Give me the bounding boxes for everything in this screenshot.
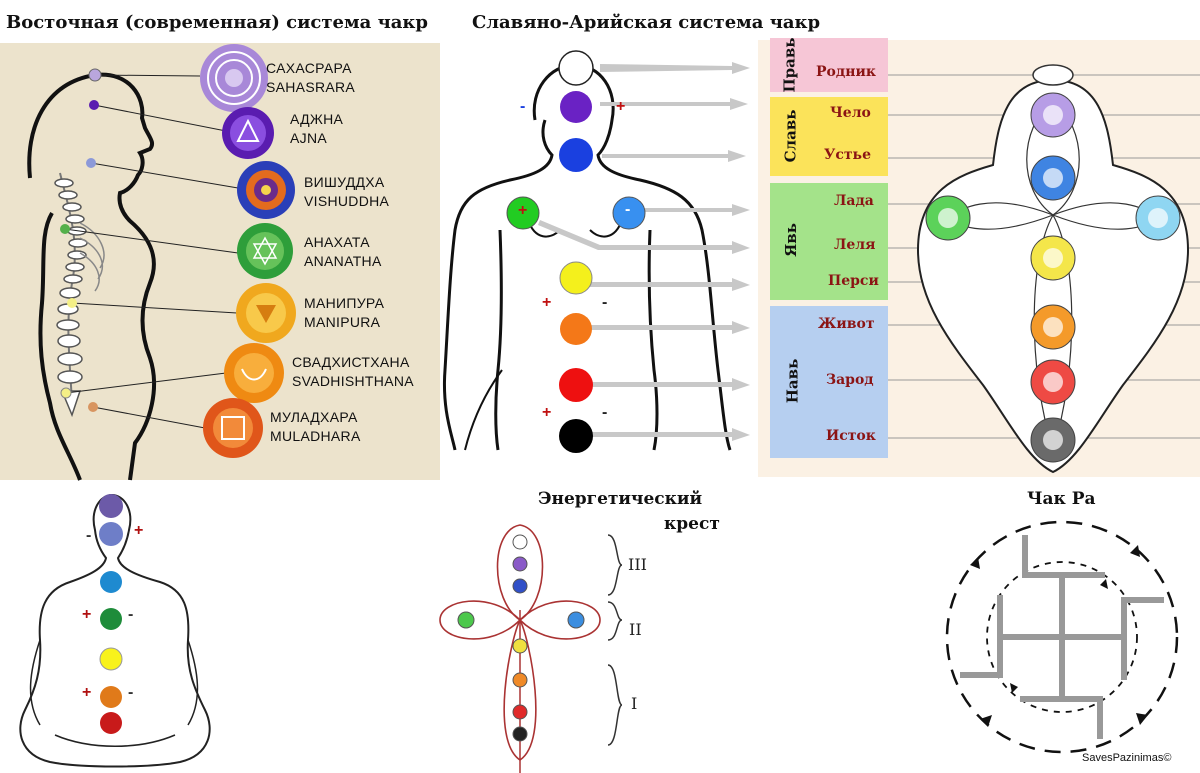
anahata-mandala [237, 223, 293, 279]
plus-sign: + [542, 294, 552, 311]
slavic-dot-4 [506, 196, 540, 230]
watermark: SavesPazinimas© [1082, 752, 1172, 764]
slavic-body-figure [442, 50, 750, 453]
slavic-dot-5 [612, 196, 646, 230]
minus-sign: - [602, 404, 608, 421]
energy-cross-diagram [439, 524, 623, 773]
eastern-mandalas [200, 44, 296, 458]
cross-title-line1: Энергетический [538, 489, 703, 509]
swirl-disc-cyan [1135, 195, 1181, 241]
cross-title-line2: крест [664, 514, 720, 534]
cross-level-1: I [631, 694, 638, 713]
eastern-title: Восточная (современная) система чакр [6, 12, 428, 33]
slavic-dot-2 [560, 91, 592, 123]
slavic-dot-1 [558, 50, 594, 86]
minus-sign: - [86, 527, 92, 544]
swirl-disc-violet [1030, 92, 1076, 138]
plus-sign: + [542, 404, 552, 421]
plus-sign: + [82, 684, 92, 701]
minus-sign: - [128, 606, 134, 623]
minus-sign: - [625, 201, 631, 218]
slavic-dot-9 [559, 419, 593, 453]
plus-sign: + [518, 202, 528, 219]
slavic-title: Славяно-Арийская система чакр [472, 12, 821, 33]
zone-yav: Явь Лада Леля Перси [770, 183, 888, 300]
muladhara-mandala [203, 398, 263, 458]
swirl-disc-green [925, 195, 971, 241]
ajna-mandala [222, 107, 274, 159]
minus-sign: - [602, 294, 608, 311]
svadhishthana-mandala [224, 343, 284, 403]
minus-sign: - [128, 684, 134, 701]
crown-dot [88, 68, 102, 82]
slavic-arrows [538, 62, 750, 441]
swirl-disc-blue [1030, 155, 1076, 201]
minus-sign: - [520, 98, 526, 115]
plus-sign: + [134, 522, 144, 539]
slavic-dot-8 [559, 368, 593, 402]
sahasrara-mandala [200, 44, 268, 112]
slavic-dot-6 [559, 261, 593, 295]
human-profile-figure [27, 68, 239, 481]
vishuddha-mandala [237, 161, 295, 219]
meditating-figure [19, 493, 211, 768]
swirl-disc-red [1030, 359, 1076, 405]
swirl-disc-orange [1030, 304, 1076, 350]
zone-slav: Славь Чело Устье [770, 97, 888, 176]
plus-sign: + [616, 98, 626, 115]
chakra-sun-title: Чак Ра [1027, 489, 1096, 509]
zone-prav: Правь Родник [770, 38, 888, 92]
slavic-dot-3 [559, 138, 593, 172]
cross-level-2: II [629, 620, 642, 639]
slavic-dot-7 [560, 313, 592, 345]
swirl-disc-gray [1030, 417, 1076, 463]
manipura-mandala [236, 283, 296, 343]
cross-level-3: III [628, 555, 647, 574]
slavic-energy-diagram [888, 64, 1200, 474]
plus-sign: + [82, 606, 92, 623]
swirl-disc-top [1032, 64, 1074, 86]
chak-ra-symbol [945, 520, 1179, 754]
swirl-disc-yellow [1030, 235, 1076, 281]
zone-nav: Навь Живот Зарод Исток [770, 306, 888, 458]
